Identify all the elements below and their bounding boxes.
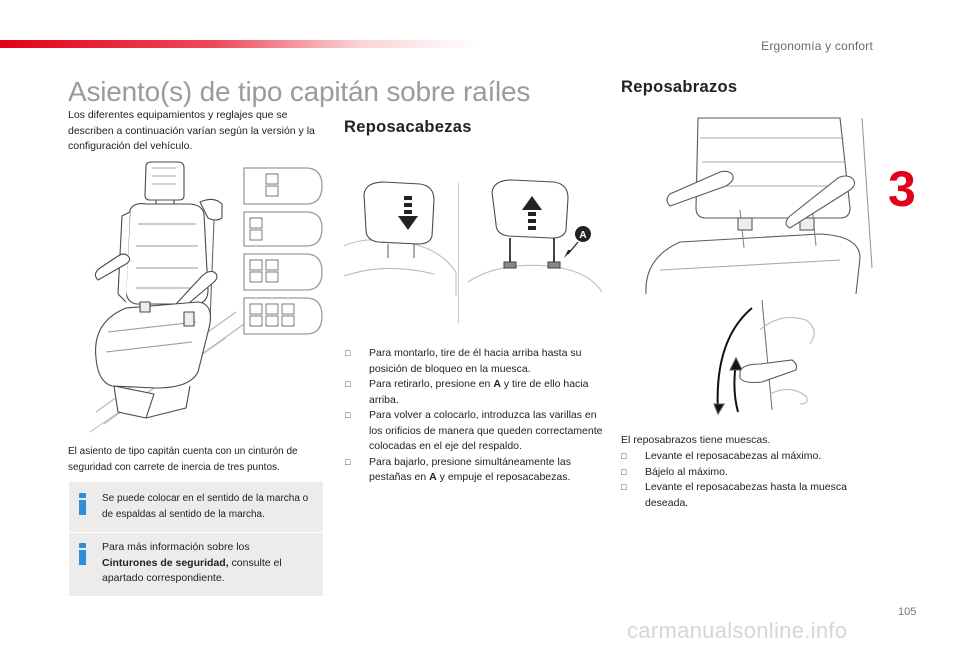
headrest-raise-illustration: A <box>467 179 603 293</box>
info-box-direction: Se puede colocar en el sentido de la mar… <box>69 482 323 532</box>
info-box-seatbelts: Para más información sobre los Cinturone… <box>69 533 323 596</box>
square-bullet-icon: □ <box>621 451 627 461</box>
page-title: Asiento(s) de tipo capitán sobre raíles <box>68 76 531 107</box>
list-item: □Para montarlo, tire de él hacia arriba … <box>345 347 582 375</box>
square-bullet-icon: □ <box>621 466 627 477</box>
armrest-heading: Reposabrazos <box>621 78 738 96</box>
figure-label-a: A <box>579 230 586 241</box>
headrest-steps-list: □Para montarlo, tire de él hacia arriba … <box>345 346 605 486</box>
chapter-number: 3 <box>888 161 916 217</box>
header-accent-bar <box>0 40 480 48</box>
square-bullet-icon: □ <box>621 482 627 492</box>
list-item: □Para bajarlo, presione simultáneamente … <box>345 455 571 484</box>
armrest-adjust-illustration <box>713 299 815 416</box>
page-number: 105 <box>898 606 917 618</box>
label-a-marker: A <box>564 226 591 258</box>
chapter-title: Ergonomía y confort <box>761 39 873 53</box>
headrest-heading: Reposacabezas <box>344 118 472 136</box>
list-item: □Levante el reposacabezas hasta la muesc… <box>621 481 847 509</box>
seat-belt-note: El asiento de tipo capitán cuenta con un… <box>68 446 298 473</box>
square-bullet-icon: □ <box>345 348 351 358</box>
captain-seat-illustration <box>89 161 245 433</box>
list-item: □Levante el reposacabezas al máximo. <box>621 449 891 465</box>
square-bullet-icon: □ <box>345 410 351 420</box>
list-item: □Bájelo al máximo. <box>621 465 891 481</box>
watermark: carmanualsonline.info <box>627 618 848 643</box>
seat-configuration-diagrams <box>243 167 323 335</box>
square-bullet-icon: □ <box>345 379 351 389</box>
armrest-steps-list: □Levante el reposacabezas al máximo. □Bá… <box>621 449 891 511</box>
info-text: Se puede colocar en el sentido de la mar… <box>102 493 309 520</box>
armrest-intro: El reposabrazos tiene muescas. <box>621 434 771 446</box>
square-bullet-icon: □ <box>345 456 351 467</box>
info-text: Para más información sobre los Cinturone… <box>102 541 282 584</box>
arrow-down-icon <box>398 196 418 230</box>
list-item: □Para retirarlo, presione en A y tire de… <box>345 378 589 406</box>
intro-paragraph: Los diferentes equipamientos y reglajes … <box>68 109 315 152</box>
list-item: □Para volver a colocarlo, introduzca las… <box>345 409 603 452</box>
figure-divider <box>458 183 459 323</box>
headrest-lower-illustration <box>343 181 457 296</box>
armrest-seat-illustration <box>645 117 873 295</box>
seatbelt-link-text: Cinturones de seguridad, <box>102 556 229 569</box>
arrow-up-icon <box>522 196 542 230</box>
